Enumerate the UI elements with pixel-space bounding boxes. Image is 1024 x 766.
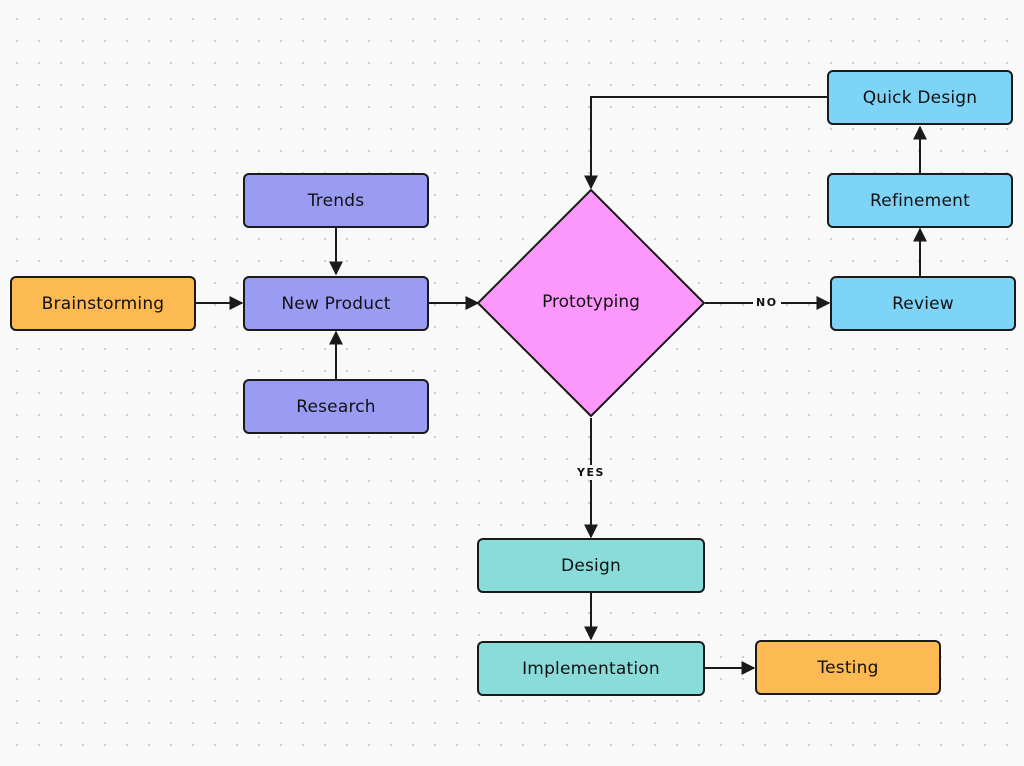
edge-label-no: NO [753,295,781,310]
node-trends[interactable]: Trends [243,173,429,228]
node-review[interactable]: Review [830,276,1016,331]
node-implementation[interactable]: Implementation [477,641,705,696]
node-brainstorming[interactable]: Brainstorming [10,276,196,331]
edge-label-yes: YES [574,465,608,480]
prototyping-decision[interactable]: Prototyping [542,292,640,312]
node-new-product[interactable]: New Product [243,276,429,331]
node-testing[interactable]: Testing [755,640,941,695]
node-refinement[interactable]: Refinement [827,173,1013,228]
edge-quick-design-prototyping [584,96,828,190]
node-design[interactable]: Design [477,538,705,593]
node-research[interactable]: Research [243,379,429,434]
node-quick-design[interactable]: Quick Design [827,70,1013,125]
